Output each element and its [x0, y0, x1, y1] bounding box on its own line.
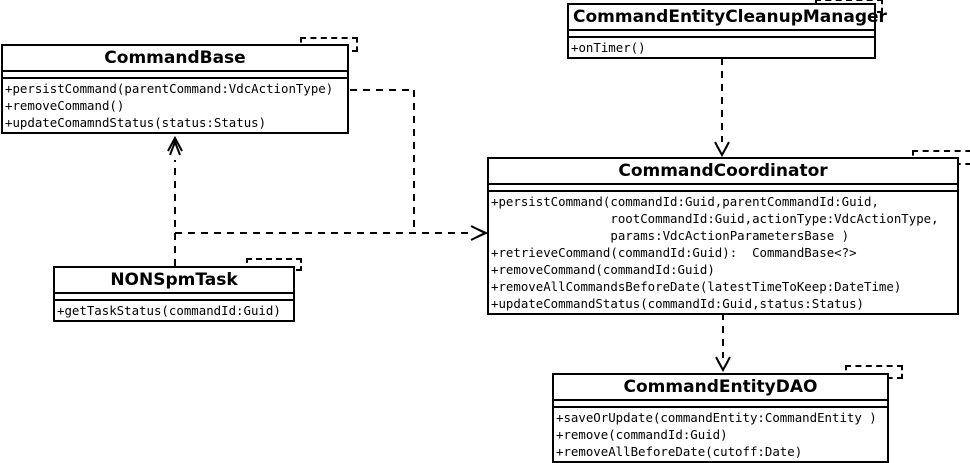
method-signature: +saveOrUpdate(commandEntity:CommandEntit…	[556, 410, 877, 425]
class-title: NONSpmTask	[55, 268, 293, 294]
attributes-compartment	[554, 401, 887, 408]
arrowhead-right-coordinator	[470, 225, 489, 241]
method-signature: +onTimer()	[571, 40, 646, 55]
method-signature: +removeAllBeforeDate(cutoff:Date)	[556, 444, 803, 459]
method-signature: params:VdcActionParametersBase )	[491, 228, 850, 243]
methods-compartment: +getTaskStatus(commandId:Guid)	[55, 301, 293, 320]
class-non-spm-task: NONSpmTask +getTaskStatus(commandId:Guid…	[53, 266, 295, 322]
class-title: CommandEntityDAO	[554, 375, 887, 401]
methods-compartment: +persistCommand(commandId:Guid,parentCom…	[489, 192, 957, 313]
arrowhead-down-coordinator	[714, 141, 730, 158]
class-title: CommandCoordinator	[489, 159, 957, 185]
arrowhead-down-dao	[715, 356, 731, 373]
method-signature: +removeCommand(commandId:Guid)	[491, 262, 715, 277]
class-command-coordinator: CommandCoordinator +persistCommand(comma…	[487, 157, 959, 315]
method-signature: +persistCommand(parentCommand:VdcActionT…	[5, 81, 334, 96]
class-command-base: CommandBase +persistCommand(parentComman…	[1, 44, 349, 134]
class-command-entity-cleanup-manager: CommandEntityCleanupManager +onTimer()	[567, 3, 887, 59]
class-title: CommandEntityCleanupManager	[569, 5, 887, 31]
method-signature: +removeCommand()	[5, 98, 125, 113]
method-signature: +removeAllCommandsBeforeDate(latestTimeT…	[491, 279, 902, 294]
attributes-compartment	[55, 294, 293, 301]
method-signature: +remove(commandId:Guid)	[556, 427, 728, 442]
class-command-entity-dao: CommandEntityDAO +saveOrUpdate(commandEn…	[552, 373, 889, 463]
methods-compartment: +onTimer()	[569, 38, 874, 57]
method-signature: +persistCommand(commandId:Guid,parentCom…	[491, 194, 879, 209]
methods-compartment: +saveOrUpdate(commandEntity:CommandEntit…	[554, 408, 887, 461]
class-title: CommandBase	[3, 46, 347, 72]
attributes-compartment	[3, 72, 347, 79]
method-signature: +getTaskStatus(commandId:Guid)	[57, 303, 281, 318]
attributes-compartment	[489, 185, 957, 192]
method-signature: rootCommandId:Guid,actionType:VdcActionT…	[491, 211, 939, 226]
arrowhead-up-commandbase	[167, 135, 183, 156]
method-signature: +retrieveCommand(commandId:Guid): Comman…	[491, 245, 857, 260]
attributes-compartment	[569, 31, 874, 38]
method-signature: +updateComamndStatus(status:Status)	[5, 115, 267, 130]
method-signature: +updateCommandStatus(commandId:Guid,stat…	[491, 296, 864, 311]
methods-compartment: +persistCommand(parentCommand:VdcActionT…	[3, 79, 347, 132]
